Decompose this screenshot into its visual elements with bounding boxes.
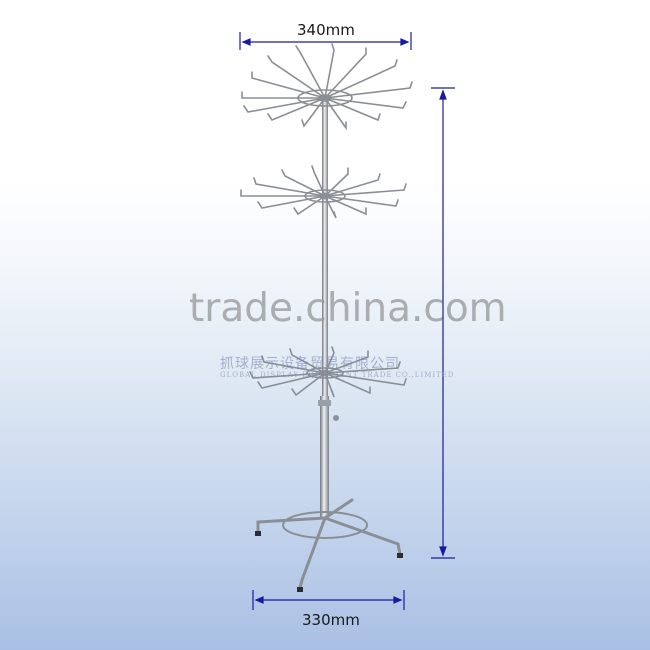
watermark-company-chinese: 抓球展示设备贸易有限公司	[220, 356, 400, 372]
watermark-text: trade.china.com	[189, 286, 507, 331]
hook-tier-top	[241, 43, 413, 131]
height-dimension-line	[431, 87, 455, 559]
rack-base	[256, 498, 402, 590]
hook-tier-middle	[240, 165, 407, 219]
rack-feet	[255, 531, 403, 592]
top-dimension-line	[239, 32, 412, 50]
top-width-label: 340mm	[297, 21, 355, 39]
hook-tier-bottom	[249, 346, 407, 398]
bottom-width-label: 330mm	[302, 611, 360, 629]
center-pole	[318, 96, 339, 518]
watermark-company-english: GLOBAL DISPLAY EQUIPMENT TRADE CO.,LIMIT…	[220, 371, 455, 379]
bottom-dimension-line	[252, 590, 405, 610]
